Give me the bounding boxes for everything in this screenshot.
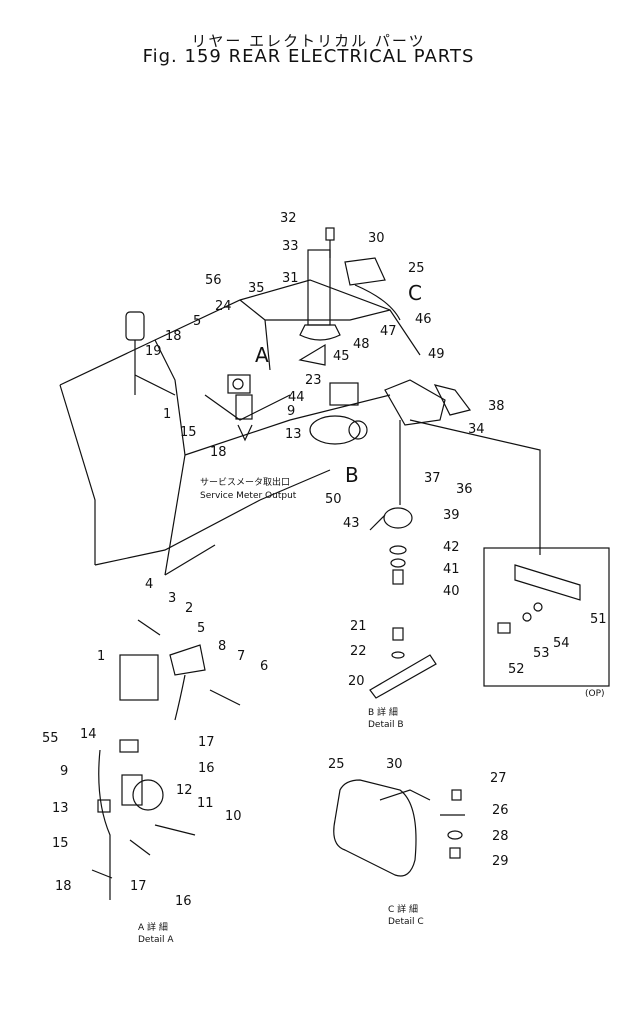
callout-9b: 9: [60, 764, 69, 779]
callout-27: 27: [490, 771, 507, 786]
service-meter-label-jp: サービスメータ取出口: [200, 478, 291, 488]
detail-c-label: Detail C: [388, 917, 424, 927]
rear-lamp: [344, 257, 401, 321]
detail-c-drawing: [333, 779, 465, 877]
callout-16a: 16: [198, 761, 215, 776]
callout-46: 46: [415, 312, 432, 327]
callout-19: 19: [145, 344, 162, 359]
callout-13b: 13: [52, 801, 69, 816]
callout-12: 12: [176, 783, 193, 798]
callout-22: 22: [350, 644, 367, 659]
callout-4: 4: [145, 577, 154, 592]
callout-35: 35: [248, 281, 265, 296]
callout-41: 41: [443, 562, 460, 577]
callout-15b: 15: [52, 836, 69, 851]
callout-52: 52: [508, 662, 525, 677]
callout-37: 37: [424, 471, 441, 486]
option-box: [483, 547, 610, 687]
option-bracket: [497, 564, 581, 634]
callout-6: 6: [260, 659, 269, 674]
callout-1: 1: [163, 407, 172, 422]
figure-title: Fig. 159 REAR ELECTRICAL PARTS: [142, 46, 475, 67]
callout-54: 54: [553, 636, 570, 651]
callout-49: 49: [428, 347, 445, 362]
callout-20: 20: [348, 674, 365, 689]
view-marker-a: A: [255, 343, 269, 367]
callout-18b: 18: [210, 445, 227, 460]
view-marker-c: C: [408, 281, 422, 305]
detail-b-drawing: [369, 627, 437, 699]
detail-a-drawing: [91, 619, 241, 900]
callout-53: 53: [533, 646, 550, 661]
callout-8: 8: [218, 639, 227, 654]
callout-36: 36: [456, 482, 473, 497]
callout-32: 32: [280, 211, 297, 226]
callout-42: 42: [443, 540, 460, 555]
title-japanese: リヤー エレクトリカル パーツ: [191, 32, 426, 50]
machine-body-outline: [59, 279, 421, 576]
callout-14: 14: [80, 727, 97, 742]
callout-11: 11: [197, 796, 214, 811]
service-meter-bracket: [204, 374, 291, 442]
callout-43: 43: [343, 516, 360, 531]
callout-25: 25: [408, 261, 425, 276]
callout-45: 45: [333, 349, 350, 364]
callout-17b: 17: [130, 879, 147, 894]
callout-24: 24: [215, 299, 232, 314]
callout-47: 47: [380, 324, 397, 339]
callout-48: 48: [353, 337, 370, 352]
detail-b-label: Detail B: [368, 720, 404, 730]
callout-55: 55: [42, 731, 59, 746]
detail-a-label: Detail A: [138, 935, 174, 945]
callout-16b: 16: [175, 894, 192, 909]
callout-1b: 1: [97, 649, 106, 664]
horn-assembly: [298, 343, 368, 445]
callout-28: 28: [492, 829, 509, 844]
detail-b-label-jp: B 詳 細: [368, 708, 398, 718]
callout-56: 56: [205, 273, 222, 288]
pole-light: [125, 311, 176, 396]
callout-25b: 25: [328, 757, 345, 772]
callout-18c: 18: [55, 879, 72, 894]
callout-13: 13: [285, 427, 302, 442]
callout-30: 30: [368, 231, 385, 246]
exhaust-stack: [299, 227, 341, 341]
callout-33: 33: [282, 239, 299, 254]
detail-c-label-jp: C 詳 細: [388, 905, 419, 915]
callout-26: 26: [492, 803, 509, 818]
service-meter-label: Service Meter Output: [200, 491, 297, 501]
callout-23: 23: [305, 373, 322, 388]
callout-10: 10: [225, 809, 242, 824]
switch-bracket: [384, 379, 541, 555]
callout-5: 5: [193, 314, 202, 329]
callout-38: 38: [488, 399, 505, 414]
option-tag: (OP): [585, 689, 605, 699]
callout-34: 34: [468, 422, 485, 437]
detail-a-label-jp: A 詳 細: [138, 923, 168, 933]
callout-44: 44: [288, 390, 305, 405]
callout-21: 21: [350, 619, 367, 634]
callout-39: 39: [443, 508, 460, 523]
view-marker-b: B: [345, 463, 359, 487]
callout-40: 40: [443, 584, 460, 599]
callout-9: 9: [287, 404, 296, 419]
callout-18a: 18: [165, 329, 182, 344]
callout-17a: 17: [198, 735, 215, 750]
callout-51: 51: [590, 612, 607, 627]
callout-15: 15: [180, 425, 197, 440]
callout-30b: 30: [386, 757, 403, 772]
callout-29: 29: [492, 854, 509, 869]
callout-7: 7: [237, 649, 246, 664]
key-switch-stack: [369, 507, 413, 585]
callout-3: 3: [168, 591, 177, 606]
callout-31: 31: [282, 271, 299, 286]
callout-5b: 5: [197, 621, 206, 636]
callout-50: 50: [325, 492, 342, 507]
callout-2: 2: [185, 601, 194, 616]
